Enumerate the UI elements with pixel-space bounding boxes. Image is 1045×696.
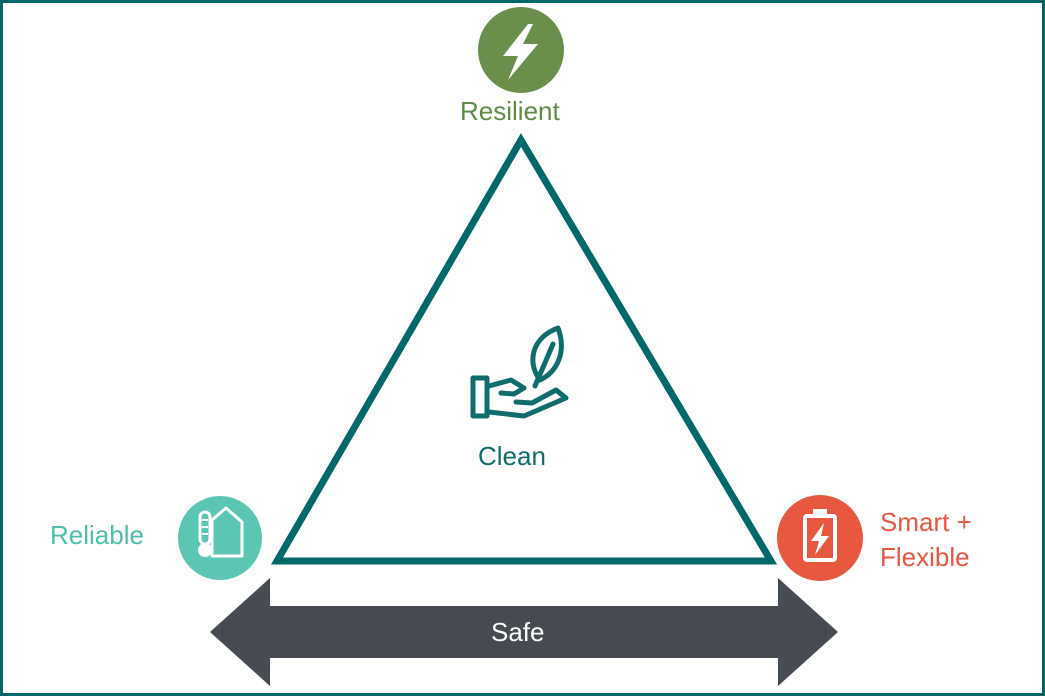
label-safe: Safe: [491, 617, 545, 647]
safe-arrow: [210, 578, 838, 686]
label-clean: Clean: [478, 441, 546, 471]
label-smart-line1: Smart +: [880, 507, 972, 537]
lightning-bolt-icon: [478, 7, 564, 93]
hand-with-leaf-icon: [470, 325, 569, 419]
label-resilient: Resilient: [460, 96, 560, 126]
triangle: [270, 133, 778, 565]
label-reliable: Reliable: [50, 520, 144, 550]
battery-charging-icon: [777, 495, 863, 581]
label-smart-flexible: Smart + Flexible: [880, 505, 972, 575]
house-thermometer-icon: [178, 496, 262, 580]
label-smart-line2: Flexible: [880, 542, 970, 573]
